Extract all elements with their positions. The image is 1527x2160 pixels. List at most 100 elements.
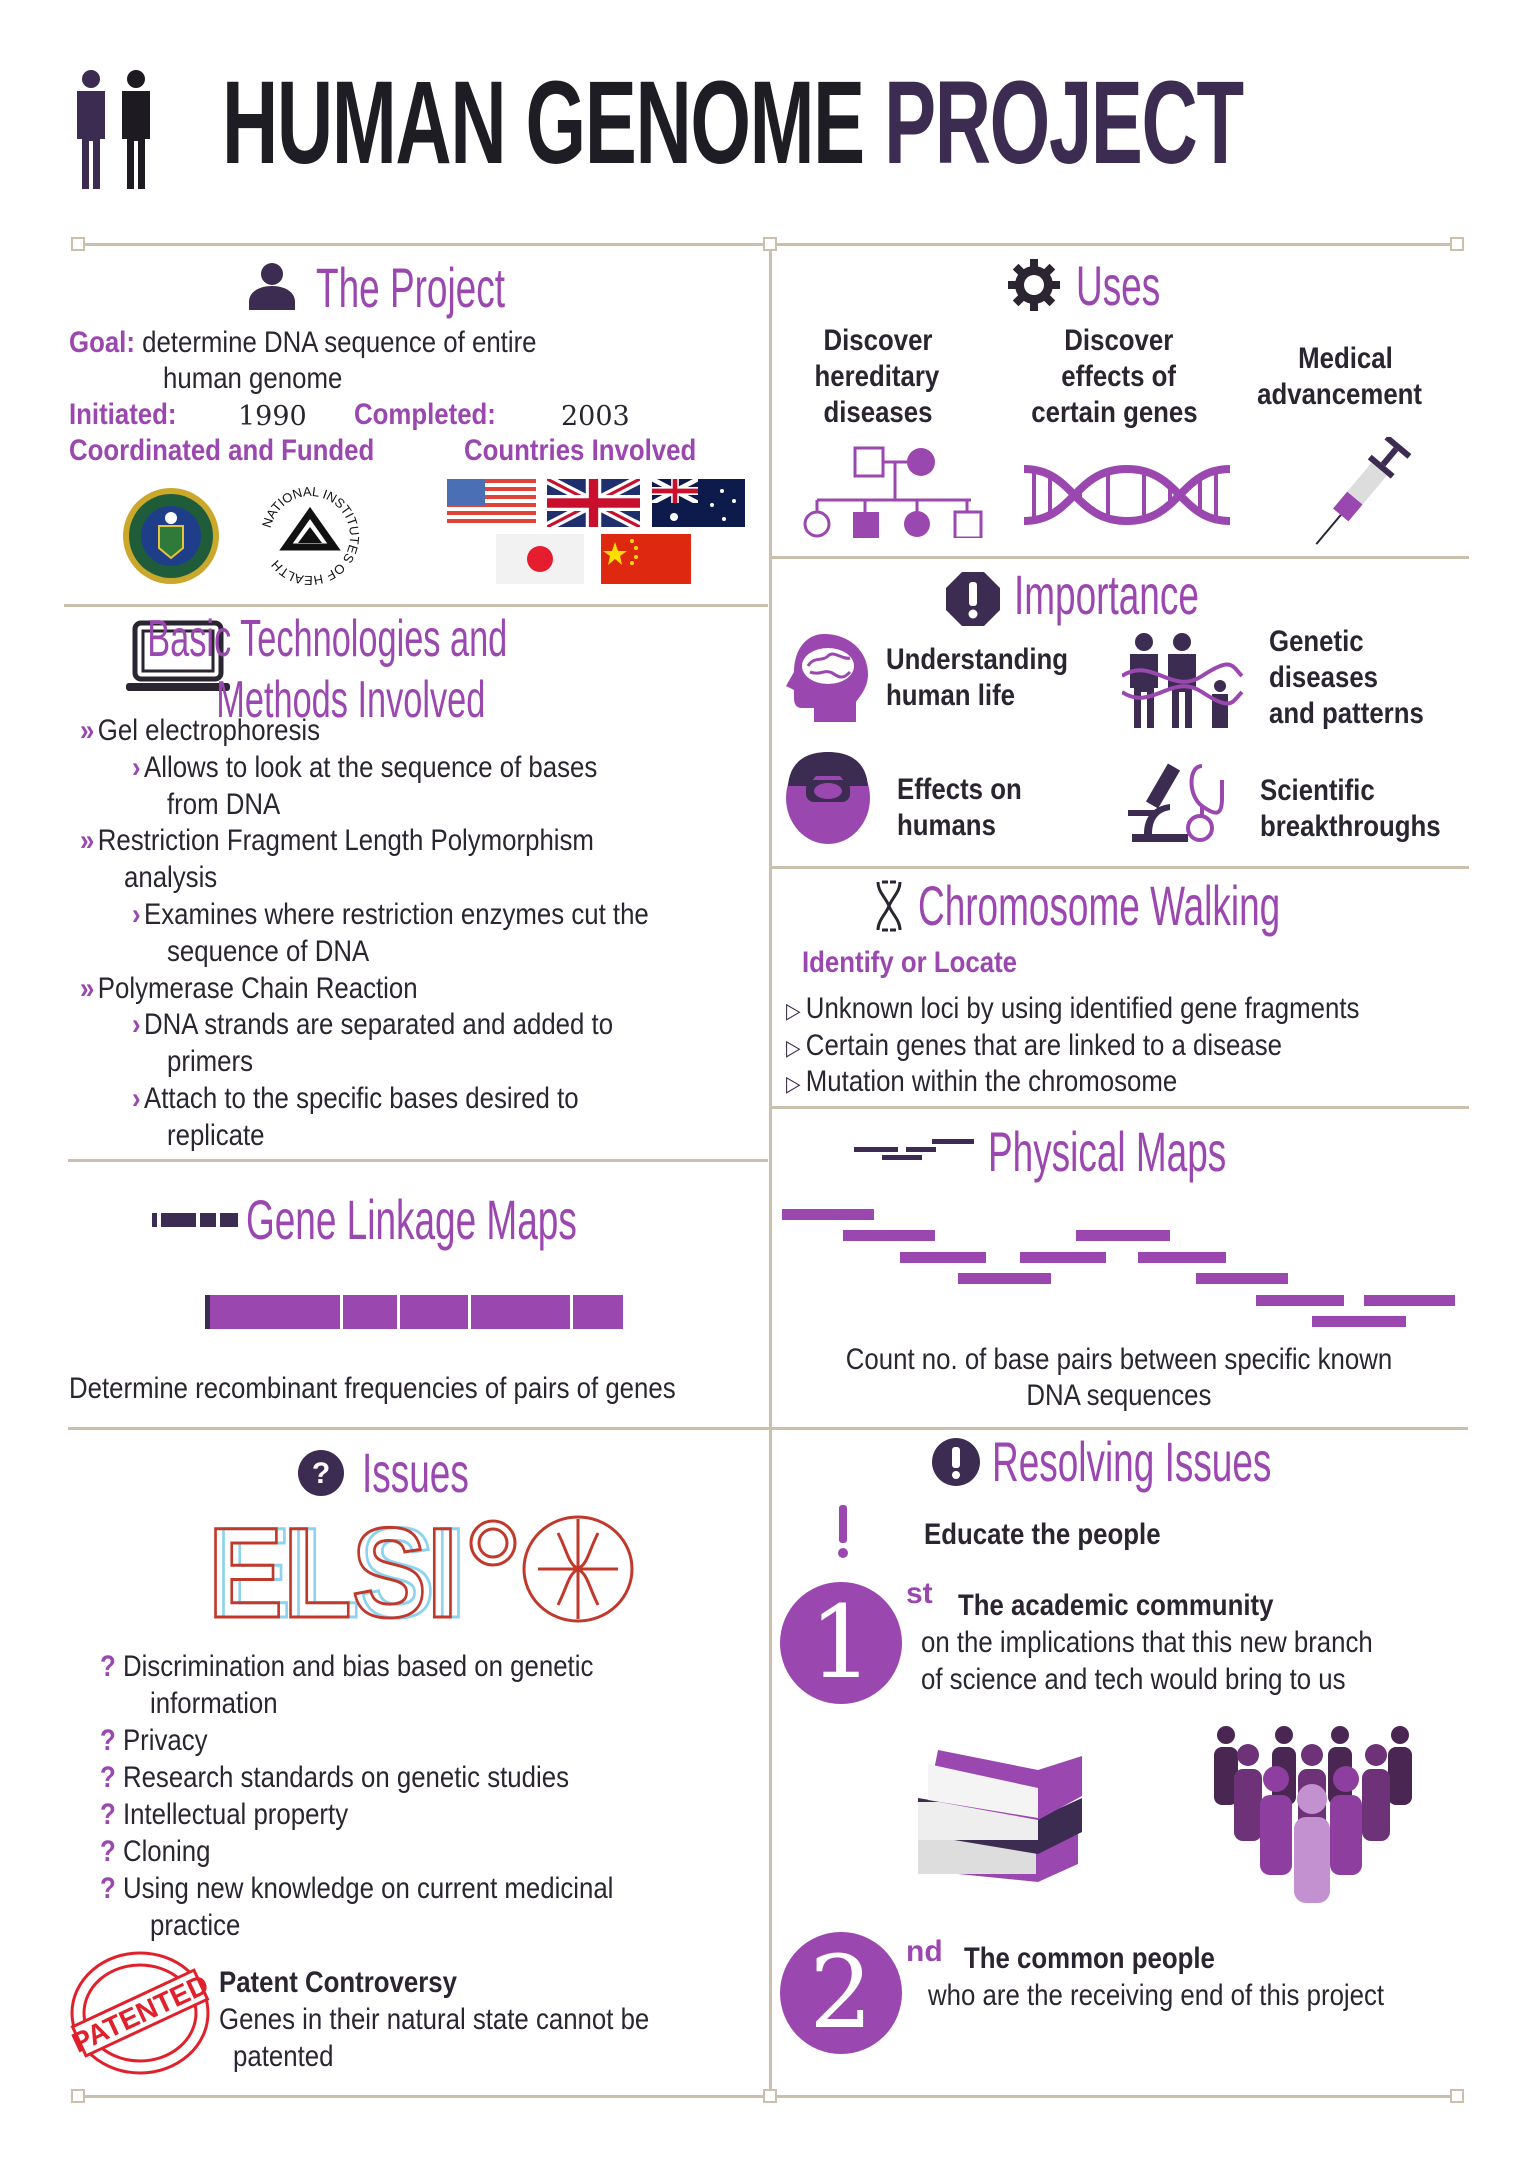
patented-stamp: PATENTED bbox=[67, 1951, 213, 2075]
technology-line: »Polymerase Chain Reaction bbox=[80, 971, 418, 1005]
books-icon bbox=[918, 1750, 1082, 1882]
technology-line: replicate bbox=[167, 1118, 265, 1152]
map-fragment bbox=[843, 1230, 935, 1241]
chromosome-item: ▷ Mutation within the chromosome bbox=[786, 1065, 1178, 1098]
technology-line: ›Examines where restriction enzymes cut … bbox=[132, 898, 649, 931]
map-fragment bbox=[1364, 1295, 1455, 1306]
divider bbox=[772, 866, 1469, 869]
completed-label: Completed: bbox=[354, 398, 496, 431]
importance-title: Importance bbox=[1014, 563, 1199, 626]
chevron-right-icon: › bbox=[132, 1008, 141, 1042]
technology-line: ›Attach to the specific bases desired to bbox=[132, 1082, 579, 1115]
chevron-right-icon: › bbox=[132, 898, 141, 931]
chromosome-item: ▷ Certain genes that are linked to a dis… bbox=[786, 1028, 1282, 1062]
divider bbox=[772, 556, 1469, 559]
issue-item: ? Research standards on genetic studies bbox=[100, 1761, 569, 1794]
gene-linkage-title: Gene Linkage Maps bbox=[246, 1188, 577, 1251]
map-fragment bbox=[782, 1209, 874, 1220]
frame-handle bbox=[763, 237, 777, 251]
elsi-logo-shadow: ELSI bbox=[216, 1513, 466, 1625]
svg-text:?: ? bbox=[312, 1457, 330, 1490]
issue-item: ? Using new knowledge on current medicin… bbox=[100, 1872, 614, 1905]
frame-handle bbox=[71, 237, 85, 251]
educate-heading: Educate the people bbox=[924, 1518, 1161, 1551]
divider bbox=[772, 1106, 1469, 1109]
goal-line-2: human genome bbox=[163, 362, 343, 395]
step-one-badge: 1 bbox=[780, 1582, 902, 1704]
frame-handle bbox=[1450, 237, 1464, 251]
map-fragment bbox=[1312, 1316, 1406, 1327]
face-icon bbox=[786, 752, 870, 844]
title-part2: PROJECT bbox=[884, 57, 1244, 189]
double-chevron-icon: » bbox=[80, 971, 95, 1005]
dna-icon bbox=[1023, 465, 1231, 525]
triangle-bullet-icon: ▷ bbox=[786, 1034, 806, 1060]
flag-china bbox=[601, 534, 691, 584]
person-icon bbox=[249, 263, 295, 310]
question-mark-icon: ? bbox=[100, 1872, 123, 1905]
physical-map-icon bbox=[854, 1139, 974, 1160]
title-part1: HUMAN GENOME bbox=[222, 57, 865, 189]
step-two-suffix: nd bbox=[906, 1935, 943, 1968]
issue-item: ? Cloning bbox=[100, 1835, 211, 1868]
double-chevron-icon: » bbox=[80, 714, 95, 747]
technology-line: analysis bbox=[124, 861, 218, 895]
patent-title: Patent Controversy bbox=[219, 1966, 458, 1999]
question-mark-icon: ? bbox=[100, 1761, 123, 1794]
issue-item: information bbox=[150, 1687, 278, 1720]
patent-line1: Genes in their natural state cannot be bbox=[219, 2003, 650, 2036]
brain-head-icon bbox=[786, 634, 868, 722]
flag-usa bbox=[447, 479, 536, 527]
technology-line: ›Allows to look at the sequence of bases bbox=[132, 750, 598, 784]
technology-line: from DNA bbox=[167, 787, 281, 821]
issue-item: practice bbox=[150, 1909, 241, 1942]
exclamation-circle-icon bbox=[932, 1438, 980, 1486]
gear-icon bbox=[1008, 259, 1060, 311]
gene-map-icon bbox=[152, 1213, 238, 1227]
crowd-icon bbox=[1214, 1726, 1412, 1903]
linkage-bar bbox=[205, 1295, 623, 1329]
step-one-suffix: st bbox=[906, 1577, 933, 1610]
map-fragment bbox=[1076, 1230, 1170, 1241]
frame-handle bbox=[1450, 2089, 1464, 2103]
column-divider bbox=[769, 244, 772, 2096]
people-icon bbox=[77, 70, 150, 189]
technology-line: ›DNA strands are separated and added to bbox=[132, 1008, 614, 1042]
gene-linkage-description: Determine recombinant frequencies of pai… bbox=[69, 1372, 676, 1405]
chromosome-icon bbox=[876, 880, 902, 932]
initiated-label: Initiated: bbox=[69, 398, 177, 431]
flag-uk bbox=[547, 479, 640, 527]
map-fragment bbox=[1196, 1273, 1288, 1284]
physical-description: Count no. of base pairs between specific… bbox=[845, 1343, 1393, 1412]
chromosome-item: ▷ Unknown loci by using identified gene … bbox=[786, 992, 1360, 1025]
double-chevron-icon: » bbox=[80, 824, 95, 858]
exclamation-octagon-icon bbox=[946, 572, 1000, 626]
technology-line: sequence of DNA bbox=[167, 934, 370, 968]
completed-value: 2003 bbox=[561, 401, 630, 432]
chevron-right-icon: › bbox=[132, 750, 141, 784]
divider bbox=[68, 1427, 1468, 1430]
syringe-icon bbox=[1315, 437, 1412, 545]
question-mark-icon: ? bbox=[100, 1724, 123, 1757]
divider bbox=[64, 604, 768, 607]
step-one-title: The academic community bbox=[958, 1589, 1274, 1622]
question-mark-icon: ? bbox=[100, 1650, 123, 1683]
coordinated-label: Coordinated and Funded bbox=[69, 434, 375, 467]
project-title: The Project bbox=[316, 256, 505, 319]
chevron-right-icon: › bbox=[132, 1082, 141, 1115]
map-fragment bbox=[958, 1273, 1051, 1284]
goal-line: Goal: determine DNA sequence of entire bbox=[69, 326, 537, 359]
question-mark-icon: ? bbox=[100, 1835, 123, 1868]
flag-australia bbox=[652, 479, 745, 527]
chromosome-subtitle: Identify or Locate bbox=[802, 946, 1018, 979]
exclamation-icon bbox=[838, 1505, 848, 1558]
elsi-logo: ELSI ELSI bbox=[208, 1513, 634, 1625]
svg-text:PATENTED: PATENTED bbox=[67, 1968, 213, 2058]
flag-japan bbox=[496, 534, 584, 584]
